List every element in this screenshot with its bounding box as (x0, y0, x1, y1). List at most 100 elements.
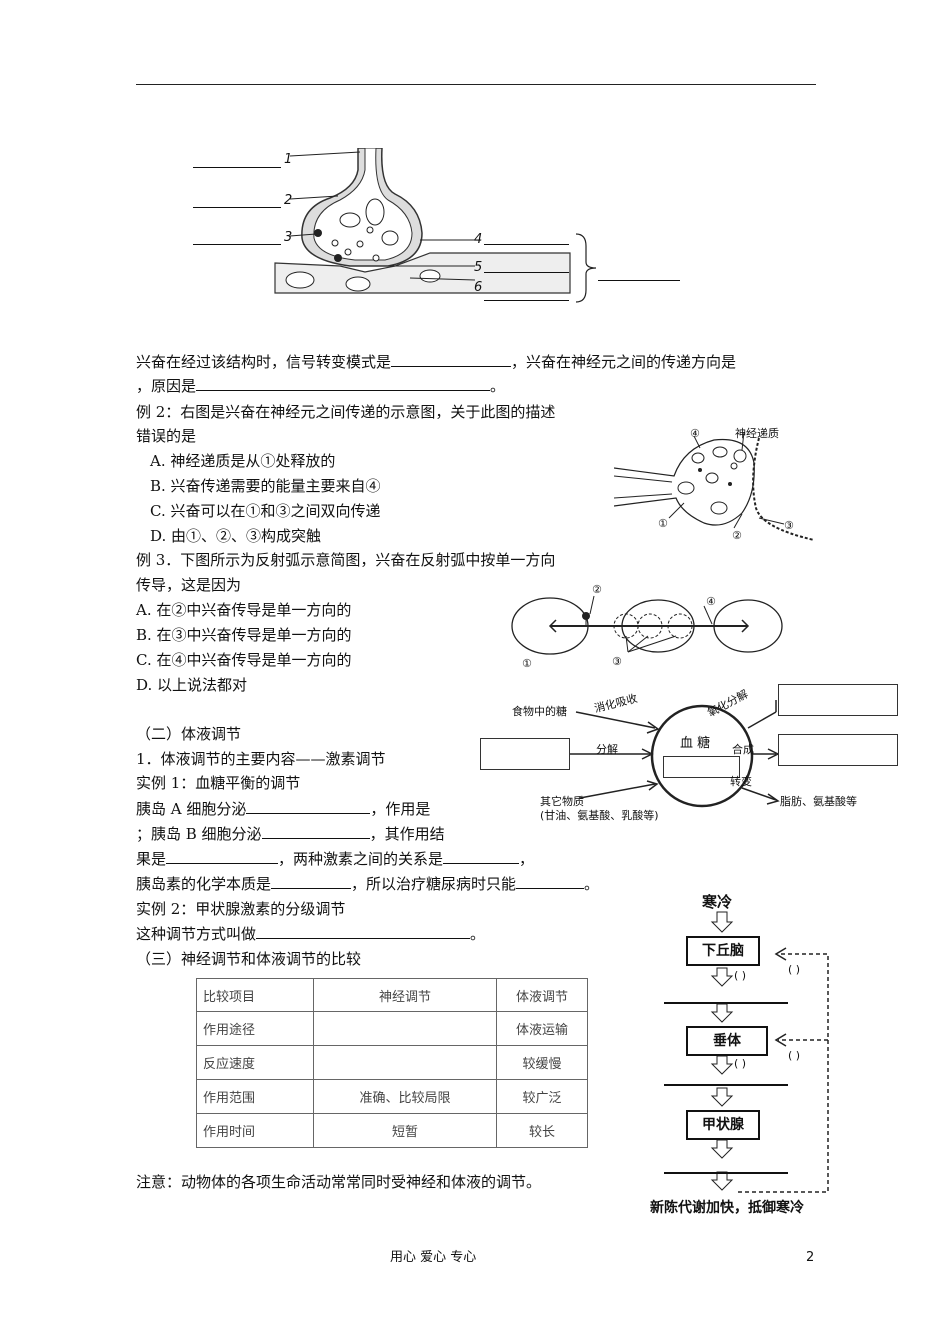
table-cell: 较缓慢 (496, 1045, 588, 1080)
header-rule (136, 84, 816, 85)
reflex-label-4: ④ (706, 595, 716, 608)
synapse-blank-2[interactable] (193, 193, 281, 213)
glucose-answer-box-left[interactable] (480, 738, 570, 770)
ex3-option-a[interactable]: A. 在②中兴奋传导是单一方向的 (136, 601, 352, 619)
table-cell: 准确、比较局限 (313, 1079, 497, 1114)
section2-line5: 这种调节方式叫做。 (136, 924, 486, 943)
synapse-label-6: 6 (474, 280, 483, 295)
note: 注意：动物体的各项生命活动常常同时受神经和体液的调节。 (136, 1173, 542, 1191)
table-cell[interactable] (313, 1045, 497, 1080)
ex2-option-c[interactable]: C. 兴奋可以在①和③之间双向传递 (150, 502, 381, 520)
thyroid-cold: 寒冷 (702, 893, 733, 911)
synapse-blank-7[interactable] (598, 266, 680, 286)
ex2-fig-label-nt: 神经递质 (735, 427, 779, 440)
synapse-label-5: 5 (474, 260, 483, 275)
hypothalamus-box: 下丘脑 (686, 936, 760, 966)
reflex-label-2: ② (592, 583, 602, 596)
ex2-option-b[interactable]: B. 兴奋传递需要的能量主要来自④ (150, 477, 381, 495)
thyroid-result: 新陈代谢加快，抵御寒冷 (650, 1200, 804, 1216)
nature-blank[interactable] (271, 874, 352, 889)
ex3-option-c[interactable]: C. 在④中兴奋传导是单一方向的 (136, 651, 352, 669)
table-cell: 体液调节 (496, 978, 588, 1012)
synapse-blank-5[interactable] (484, 258, 569, 278)
footer: 用心 爱心 专心 (390, 1250, 477, 1265)
ex2-option-d[interactable]: D. 由①、②、③构成突触 (150, 527, 322, 545)
table-cell: 神经调节 (313, 978, 497, 1012)
glucose-other: 其它物质 (540, 795, 584, 808)
ex2-fig-label-1: ① (658, 517, 668, 530)
thyroid-box: 甲状腺 (686, 1110, 760, 1140)
ex2-option-a[interactable]: A. 神经递质是从①处释放的 (150, 452, 336, 470)
table-cell: 短暂 (313, 1113, 497, 1148)
treatment-blank[interactable] (516, 874, 585, 889)
section2-line2: ；胰岛 B 细胞分泌，其作用结 (136, 824, 445, 843)
effect-blank[interactable] (166, 849, 279, 864)
glucagon-blank[interactable] (246, 799, 371, 814)
ex2-stem-1: 例 2：右图是兴奋在神经元之间传递的示意图，关于此图的描述 (136, 403, 556, 421)
synapse-label-1: 1 (284, 152, 293, 167)
table-row: 比较项目 神经调节 体液调节 (196, 978, 588, 1012)
glucose-decompose: 分解 (596, 743, 618, 756)
pituitary-box: 垂体 (686, 1026, 768, 1056)
glucose-convert: 转变 (730, 775, 752, 788)
ex3-stem-2: 传导，这是因为 (136, 576, 242, 594)
section3-heading: （三）神经调节和体液调节的比较 (136, 950, 362, 968)
table-cell[interactable] (313, 1011, 497, 1046)
table-cell: 作用途径 (196, 1011, 314, 1046)
glucose-answer-box-1[interactable] (778, 684, 898, 716)
q1-line-2: ，原因是。 (136, 376, 506, 395)
q1-line-1: 兴奋在经过该结构时，信号转变模式是，兴奋在神经元之间的传递方向是 (136, 352, 737, 371)
glucose-other-sub: (甘油、氨基酸、乳酸等) (540, 809, 659, 822)
glucose-food: 食物中的糖 (512, 705, 567, 718)
ex3-option-b[interactable]: B. 在③中兴奋传导是单一方向的 (136, 626, 352, 644)
table-row: 作用时间 短暂 较长 (196, 1113, 588, 1148)
table-row: 作用范围 准确、比较局限 较广泛 (196, 1079, 588, 1114)
section2-case1: 实例 1：血糖平衡的调节 (136, 774, 301, 792)
paren-2: ( ) (788, 963, 801, 976)
table-cell: 反应速度 (196, 1045, 314, 1080)
line-1 (664, 1002, 788, 1004)
reflex-label-3: ③ (612, 655, 622, 668)
synapse-label-4: 4 (474, 232, 483, 247)
page-number: 2 (806, 1250, 815, 1265)
ex2-fig-label-3: ③ (784, 519, 794, 532)
table-cell: 作用范围 (196, 1079, 314, 1114)
glucose-answer-box-center[interactable] (663, 756, 740, 778)
line-3 (664, 1172, 788, 1174)
section2-line4: 胰岛素的化学本质是，所以治疗糖尿病时只能。 (136, 874, 600, 893)
reflex-label-1: ① (522, 657, 532, 670)
synapse-label-2: 2 (284, 193, 293, 208)
q1-blank-reason[interactable] (196, 376, 491, 391)
glucose-answer-box-2[interactable] (778, 734, 898, 766)
synapse-blank-3[interactable] (193, 230, 281, 250)
synapse-label-3: 3 (284, 230, 293, 245)
glucose-center: 血 糖 (680, 736, 711, 751)
table-cell: 较广泛 (496, 1079, 588, 1114)
ex2-synapse-figure (613, 418, 824, 543)
paren-4: ( ) (788, 1049, 801, 1062)
table-row: 反应速度 较缓慢 (196, 1045, 588, 1080)
synapse-blank-4[interactable] (484, 230, 569, 250)
section2-case2: 实例 2：甲状腺激素的分级调节 (136, 900, 346, 918)
line-2 (664, 1084, 788, 1086)
synapse-blank-1[interactable] (193, 153, 281, 173)
table-cell: 体液运输 (496, 1011, 588, 1046)
ex2-fig-label-4: ④ (690, 427, 700, 440)
ex2-fig-label-2: ② (732, 529, 742, 542)
brace (574, 232, 598, 308)
synapse-blank-6[interactable] (484, 286, 569, 306)
table-row: 作用途径 体液运输 (196, 1011, 588, 1046)
paren-3: ( ) (734, 1057, 747, 1070)
regulation-type-blank[interactable] (256, 924, 471, 939)
ex2-stem-2: 错误的是 (136, 427, 197, 445)
thyroid-arrows (660, 910, 840, 1200)
ex3-option-d[interactable]: D. 以上说法都对 (136, 676, 248, 694)
section2-heading: （二）体液调节 (136, 725, 242, 743)
glucose-synth: 合成 (732, 743, 754, 756)
q1-blank-signal[interactable] (391, 352, 512, 367)
relation-blank[interactable] (443, 849, 520, 864)
table-cell[interactable]: 较长 (496, 1113, 588, 1148)
insulin-blank[interactable] (261, 824, 370, 839)
synapse-figure (190, 147, 690, 308)
comparison-table: 比较项目 神经调节 体液调节 作用途径 体液运输 反应速度 较缓慢 作用范围 准… (196, 978, 588, 1148)
